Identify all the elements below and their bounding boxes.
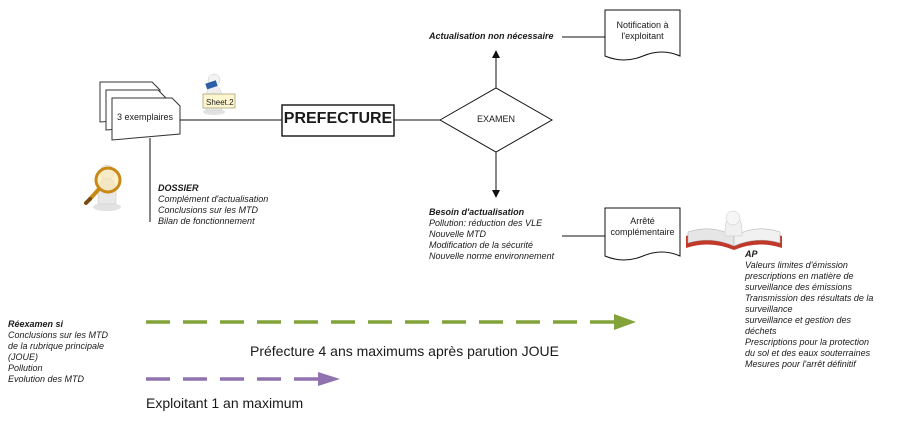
prefecture-delay-label: Préfecture 4 ans maximums après parution…	[250, 343, 559, 359]
ap-item-7: Prescriptions pour la protection	[745, 337, 870, 347]
ap-item-8: du sol et des eaux souterraines	[745, 348, 871, 358]
dossier-title: DOSSIER	[158, 183, 199, 193]
ap-item-6: déchets	[745, 326, 777, 336]
reexamen-item-3: Pollution	[8, 363, 43, 373]
exploitant-delay-label: Exploitant 1 an maximum	[146, 395, 304, 411]
dossier-stack	[99, 81, 181, 141]
examen-diamond	[438, 87, 554, 153]
no-update-label: Actualisation non nécessaire	[429, 31, 554, 41]
ap-item-2: surveillance des émissions	[745, 282, 853, 292]
notification-line2: l'exploitant	[621, 31, 664, 41]
ap-title: AP	[745, 249, 758, 259]
arrete-document	[604, 207, 681, 261]
sheet-label: Sheet.2	[206, 98, 234, 107]
need-update-item-0: Pollution: réduction des VLE	[429, 218, 543, 228]
need-update-title: Besoin d'actualisation	[429, 207, 525, 217]
ap-item-0: Valeurs limites d'émission	[745, 260, 848, 270]
examen-label: EXAMEN	[476, 114, 515, 124]
notification-line1: Notification à	[616, 20, 669, 30]
person-with-sheet-icon	[202, 73, 236, 115]
dossier-item-1: Conclusions sur les MTD	[158, 205, 259, 215]
magnifier-person-icon	[84, 164, 122, 211]
prefecture-label: PREFECTURE	[283, 110, 393, 127]
dossier-item-2: Bilan de fonctionnement	[158, 216, 255, 226]
ap-item-4: surveillance	[745, 304, 793, 314]
dossier-stack-label: 3 exemplaires	[117, 112, 174, 122]
arrete-line1: Arrêté	[630, 216, 655, 226]
ap-item-9: Mesures pour l'arrêt définitif	[745, 359, 856, 369]
arrete-line2: complémentaire	[610, 227, 675, 237]
need-update-item-3: Nouvelle norme environnement	[429, 251, 555, 261]
reexamen-item-0: Conclusions sur les MTD	[8, 330, 109, 340]
ap-item-1: prescriptions en matière de	[745, 271, 854, 281]
dossier-item-0: Complément d'actualisation	[158, 194, 269, 204]
reexamen-item-4: Evolution des MTD	[8, 374, 85, 384]
notification-document	[604, 9, 681, 61]
person-reading-book-icon	[686, 210, 782, 250]
green-dashed-arrow	[146, 314, 636, 330]
need-update-item-2: Modification de la sécurité	[429, 240, 534, 250]
ap-item-5: surveillance et gestion des	[745, 315, 852, 325]
reexamen-item-1: de la rubrique principale	[8, 341, 105, 351]
reexamen-item-2: (JOUE)	[8, 352, 38, 362]
need-update-item-1: Nouvelle MTD	[429, 229, 487, 239]
reexamen-title: Réexamen si	[8, 319, 64, 329]
ap-item-3: Transmission des résultats de la	[745, 293, 874, 303]
purple-dashed-arrow	[146, 372, 340, 386]
